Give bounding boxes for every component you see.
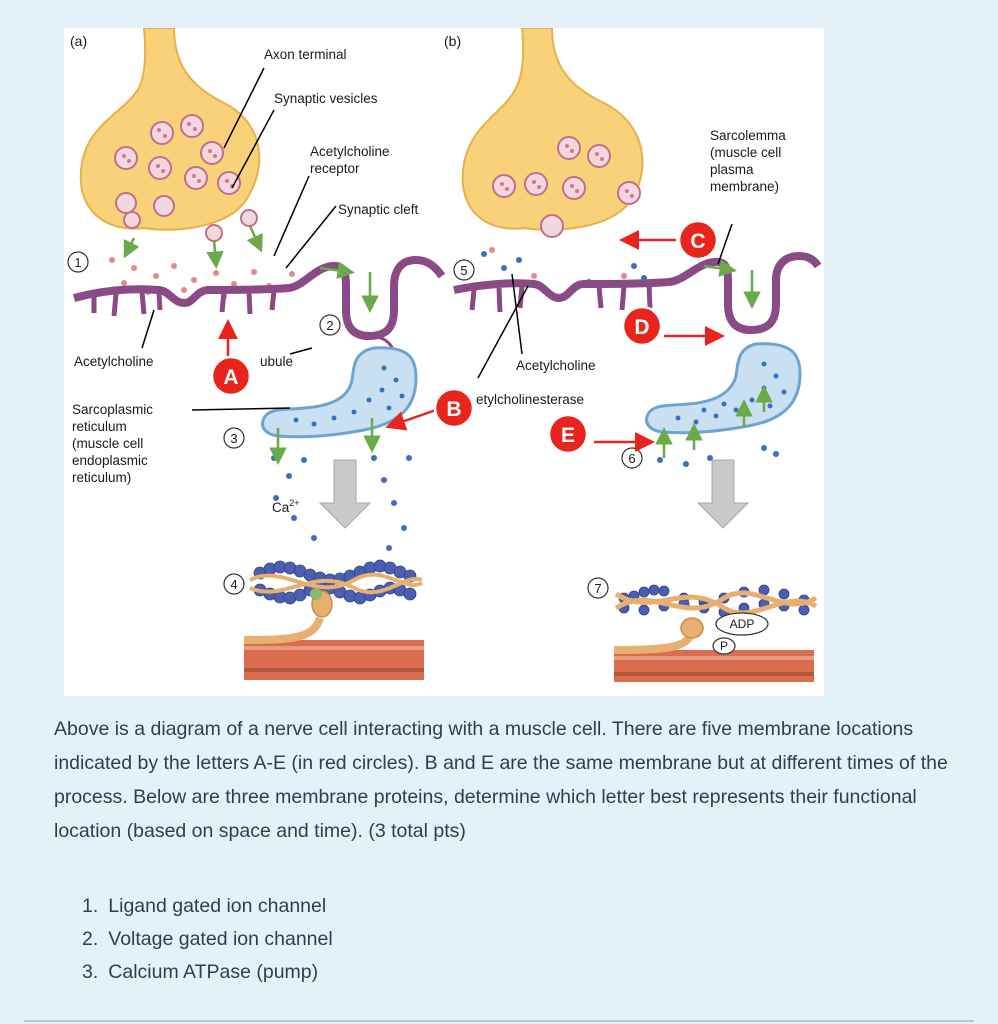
label-adp: ADP (730, 617, 755, 631)
calcium-released-a (271, 455, 412, 551)
list-item-text: Voltage gated ion channel (108, 928, 333, 950)
step-7: 7 (594, 581, 601, 596)
list-item-number: 1. (82, 895, 99, 917)
list-item-number: 2. (82, 928, 99, 950)
marker-c: C (677, 219, 719, 261)
myofilaments-b (613, 584, 818, 682)
calcium-in-sr-a (293, 365, 405, 427)
marker-a-label: A (223, 366, 238, 389)
list-item-text: Calcium ATPase (pump) (108, 961, 319, 983)
sarcolemma-a (72, 256, 446, 340)
label-synaptic-cleft: Synaptic cleft (338, 202, 419, 217)
label-acetylcholinesterase: etylcholinesterase (476, 392, 584, 407)
marker-d-label: D (634, 316, 649, 339)
list-item: 3. Calcium ATPase (pump) (82, 956, 333, 989)
marker-e: E (547, 413, 589, 455)
step-1: 1 (74, 255, 81, 270)
gray-arrow-b (696, 459, 750, 529)
ach-dots-a (109, 257, 295, 299)
marker-e-label: E (561, 424, 575, 447)
list-item-number: 3. (82, 961, 99, 983)
label-acetylcholine-b: Acetylcholine (516, 358, 596, 373)
marker-d: D (621, 305, 663, 347)
step-5: 5 (460, 263, 467, 278)
label-axon-terminal: Axon terminal (264, 47, 347, 62)
axon-terminal-b (461, 28, 644, 238)
label-synaptic-vesicles: Synaptic vesicles (274, 91, 378, 106)
step-2: 2 (326, 318, 333, 333)
marker-b: B (433, 387, 475, 429)
label-t-tubule: ubule (260, 354, 293, 369)
panel-label-b: (b) (444, 33, 461, 49)
label-calcium-base: Ca (272, 500, 290, 515)
label-p: P (720, 639, 728, 653)
step-4: 4 (230, 577, 237, 592)
label-sr-4: endoplasmic (72, 453, 148, 468)
panel-label-a: (a) (70, 33, 87, 49)
junctional-folds-a (91, 289, 277, 317)
marker-b-label: B (446, 398, 461, 421)
label-acetylcholine-a: Acetylcholine (74, 354, 154, 369)
label-ach-receptor-2: receptor (310, 161, 360, 176)
junctional-folds-b (469, 283, 653, 313)
sarcoplasmic-reticulum-a (261, 346, 418, 439)
label-sr-2: reticulum (72, 419, 127, 434)
label-sr-3: (muscle cell (72, 436, 143, 451)
marker-c-label: C (690, 230, 705, 253)
label-sarcolemma-2: (muscle cell (710, 145, 781, 160)
membrane-protein-list: 1. Ligand gated ion channel 2. Voltage gat… (82, 890, 333, 989)
step-6: 6 (628, 451, 635, 466)
label-calcium: Ca2+ (272, 498, 300, 515)
label-sarcolemma-3: plasma (710, 162, 754, 177)
sarcolemma-b (453, 252, 822, 334)
label-ach-receptor-1: Acetylcholine (310, 144, 390, 159)
marker-a: A (210, 355, 252, 397)
myofilaments-a (243, 559, 424, 680)
list-item: 1. Ligand gated ion channel (82, 890, 333, 923)
divider (24, 1020, 974, 1022)
sarcoplasmic-reticulum-b (645, 342, 802, 435)
label-sarcolemma-1: Sarcolemma (710, 128, 786, 143)
label-sr-1: Sarcoplasmic (72, 402, 153, 417)
neuromuscular-junction-diagram: (a) (64, 28, 824, 696)
gray-arrow-a (318, 459, 372, 529)
label-sarcolemma-4: membrane) (710, 179, 779, 194)
question-description: Above is a diagram of a nerve cell inter… (54, 718, 948, 842)
label-sr-5: reticulum) (72, 470, 131, 485)
label-calcium-sup: 2+ (289, 498, 299, 508)
list-item-text: Ligand gated ion channel (108, 895, 327, 917)
list-item: 2. Voltage gated ion channel (82, 923, 333, 956)
diagram-svg: (a) (67, 28, 822, 682)
step-3: 3 (230, 431, 237, 446)
axon-terminal-a (79, 28, 261, 242)
